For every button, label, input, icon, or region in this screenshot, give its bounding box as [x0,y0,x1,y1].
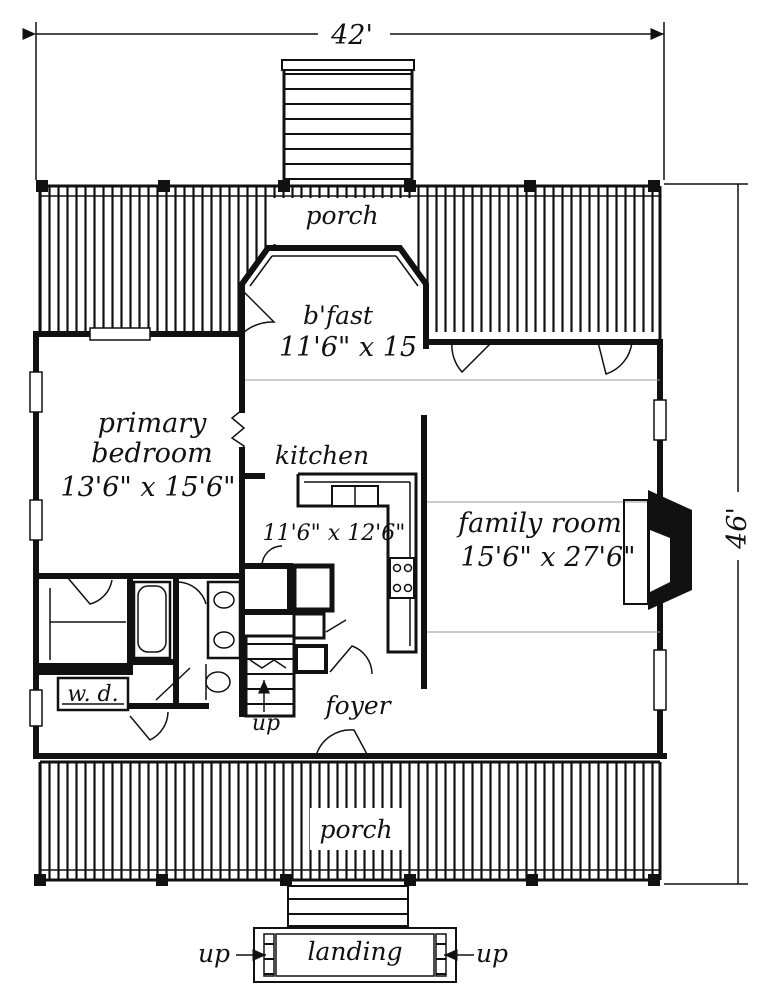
kitchen-name: kitchen [275,441,369,470]
landing-label: landing [307,937,402,966]
bath-closets [33,575,242,709]
pantry-block [243,545,373,675]
width-label: 42' [330,20,373,51]
fireplace [623,490,692,610]
front-door [315,729,369,757]
family-room-size: 15'6" x 27'6" [460,542,635,573]
interior-walls [33,331,427,717]
vanity [206,580,242,660]
front-porch-posts [34,874,660,886]
rear-porch-label: porch [305,201,378,230]
bedroom-name-1: primary [98,408,207,439]
family-room-guides [242,379,660,633]
depth-label: 46' [722,507,753,550]
kitchen-size: 11'6" x 12'6" [263,521,406,546]
front-porch-label: porch [319,815,392,844]
rear-steps [281,59,415,187]
breakfast-bay [239,245,429,356]
exterior-walls [29,327,667,759]
landing-up-left-label: up [198,939,230,968]
laundry-label: w. d. [67,682,118,707]
bathtub [132,580,172,660]
bedroom-name-2: bedroom [91,438,213,469]
laundry [33,669,169,741]
front-steps [253,885,457,983]
width-dimension: 42' [22,20,665,180]
depth-dimension: 46' [664,183,753,885]
cooktop [389,557,415,599]
interior-stair [244,634,296,718]
rear-porch-posts [36,180,660,192]
rear-porch-deck [38,184,662,340]
bedroom-door [230,409,246,451]
breakfast-name: b'fast [303,301,374,330]
stair-up-label: up [252,711,280,736]
kitchen-counters [296,472,418,654]
front-porch-deck [38,760,662,882]
rear-french-doors [451,341,633,375]
toilet [205,671,231,693]
landing-up-right-label: up [476,939,508,968]
bedroom-size: 13'6" x 15'6" [60,472,235,503]
family-room-name: family room [456,508,622,539]
foyer-label: foyer [323,691,392,720]
breakfast-size: 11'6" x 15 [279,332,417,363]
